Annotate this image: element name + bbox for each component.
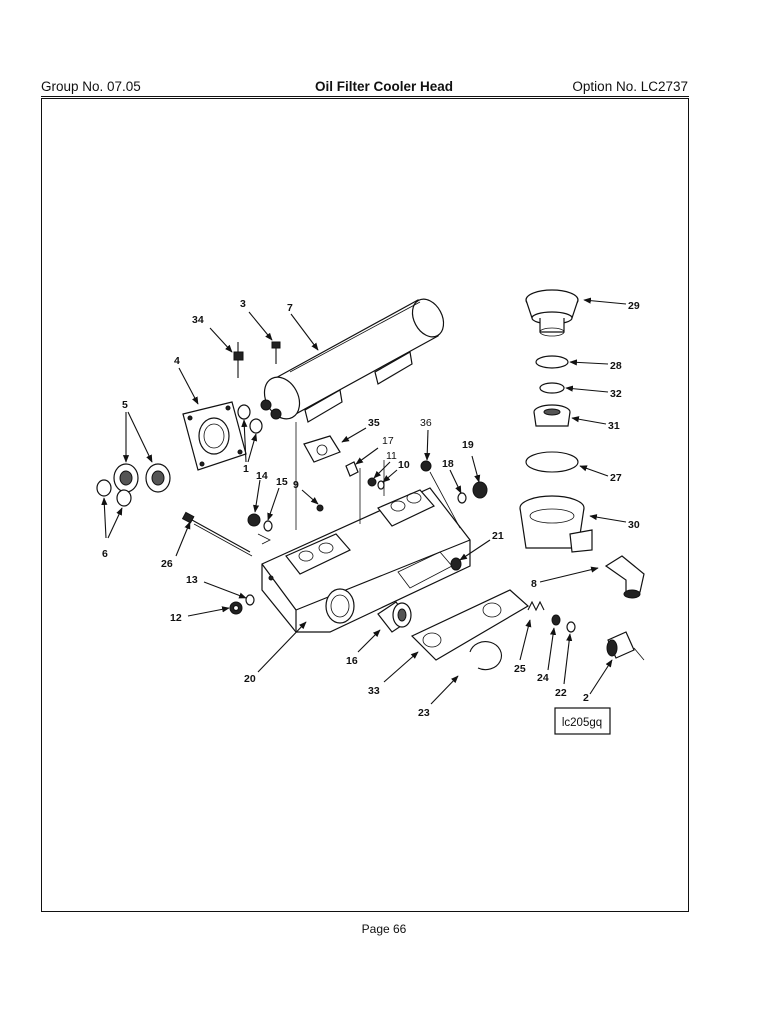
- part-16-sleeve: [377, 601, 412, 633]
- callout-16: 16: [346, 655, 358, 667]
- callout-labels: 7 3 34 4 5 1 6 35 36 17 11 10 18 19 14 1…: [102, 298, 640, 719]
- leader-lines: [101, 297, 627, 705]
- callout-17: 17: [382, 435, 394, 447]
- callout-22: 22: [555, 687, 567, 699]
- callout-20: 20: [244, 673, 256, 685]
- figure-reference-box: lc205gq: [554, 707, 611, 735]
- callout-15: 15: [276, 476, 288, 488]
- part-7-cooler: [260, 298, 445, 530]
- part-28-o-ring: [535, 355, 569, 369]
- callout-5: 5: [122, 399, 128, 411]
- callout-4: 4: [174, 355, 180, 367]
- part-24-valve: [551, 614, 561, 626]
- part-32-o-ring: [539, 382, 565, 394]
- part-30-filter-housing: [519, 495, 593, 553]
- part-8-elbow: [604, 555, 645, 599]
- callout-9: 9: [293, 479, 299, 491]
- part-9-plug: [316, 504, 324, 512]
- part-25-spring: [527, 600, 545, 612]
- part-13-o-ring: [245, 594, 255, 606]
- callout-7: 7: [287, 302, 293, 314]
- diagram-frame: [41, 98, 689, 912]
- part-29-filter-head: [525, 289, 579, 337]
- callout-24: 24: [537, 672, 549, 684]
- part-31-nut: [533, 404, 571, 427]
- callout-23: 23: [418, 707, 430, 719]
- part-21-plug: [450, 557, 462, 571]
- part-4-adapter-plate: [182, 401, 247, 471]
- callout-3: 3: [240, 298, 246, 310]
- callout-6: 6: [102, 548, 108, 560]
- callout-28: 28: [610, 360, 622, 372]
- group-number: Group No. 07.05: [41, 79, 141, 94]
- part-3-bolt: [271, 341, 281, 364]
- callout-36: 36: [420, 417, 432, 429]
- part-15-o-ring: [257, 520, 273, 545]
- part-33-gasket: [410, 589, 530, 661]
- part-11-plug: [367, 477, 377, 487]
- page-number: Page 66: [361, 922, 407, 936]
- callout-31: 31: [608, 420, 620, 432]
- callout-12: 12: [170, 612, 182, 624]
- callout-18: 18: [442, 458, 454, 470]
- part-18-o-ring: [457, 492, 467, 504]
- header-rule: [41, 96, 689, 97]
- callout-2: 2: [583, 692, 589, 704]
- part-2-connector: [606, 631, 645, 661]
- callout-19: 19: [462, 439, 474, 451]
- part-17-fitting: [345, 461, 359, 477]
- part-14-plug: [247, 513, 261, 527]
- part-1-o-rings: [237, 404, 263, 434]
- callout-21: 21: [492, 530, 504, 542]
- part-26-long-bolt: [181, 511, 253, 557]
- callout-34: 34: [192, 314, 204, 326]
- callout-1: 1: [243, 463, 249, 475]
- callout-32: 32: [610, 388, 622, 400]
- callout-14: 14: [256, 470, 268, 482]
- part-12-plug: [229, 601, 243, 615]
- part-5-sleeves: [113, 463, 171, 493]
- part-20-housing: [261, 460, 471, 633]
- option-number: Option No. LC2737: [572, 79, 688, 94]
- part-35-gasket: [303, 435, 341, 463]
- figure-reference: lc205gq: [562, 717, 602, 729]
- callout-27: 27: [610, 472, 622, 484]
- callout-33: 33: [368, 685, 380, 697]
- part-6-o-rings: [96, 479, 132, 507]
- callout-8: 8: [531, 578, 537, 590]
- callout-13: 13: [186, 574, 198, 586]
- part-34-stud: [233, 342, 244, 378]
- part-19-plug: [472, 481, 488, 499]
- callout-26: 26: [161, 558, 173, 570]
- part-36-plug: [420, 460, 461, 529]
- part-27-seal-ring: [525, 451, 579, 473]
- callout-35: 35: [368, 417, 380, 429]
- part-10-o-ring: [377, 480, 385, 490]
- callout-10: 10: [398, 459, 410, 471]
- callout-11: 11: [386, 450, 397, 462]
- part-23-snap-ring: [469, 641, 503, 671]
- part-22-o-ring: [566, 621, 576, 633]
- callout-30: 30: [628, 519, 640, 531]
- callout-29: 29: [628, 300, 640, 312]
- page-title: Oil Filter Cooler Head: [314, 79, 454, 94]
- callout-25: 25: [514, 663, 526, 675]
